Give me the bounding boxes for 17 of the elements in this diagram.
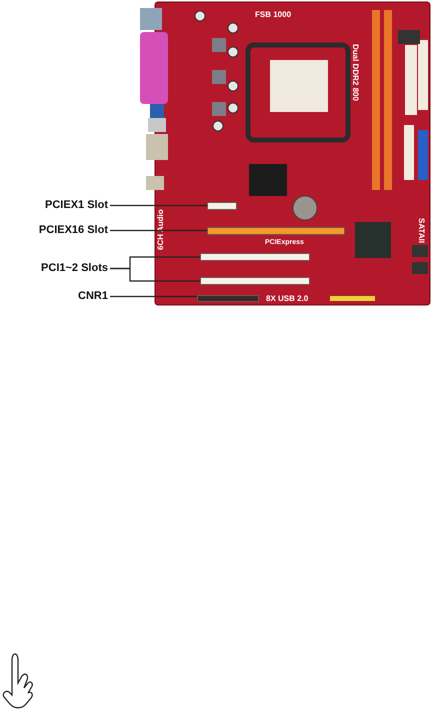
expansion-slot [207,202,237,210]
expansion-slot [197,295,259,302]
callout-label: PCI1~2 Slots [20,262,108,275]
callout-label: PCIEX1 Slot [20,199,108,212]
expansion-slot [207,227,345,235]
leader-line [110,296,197,298]
board-label: 8X USB 2.0 [266,294,308,303]
callout-label: PCIEX16 Slot [20,224,108,237]
leader-line [110,204,207,206]
expansion-slot [200,277,310,285]
board-label: FSB 1000 [255,10,292,19]
leader-line [110,230,207,232]
board-label: SATAII [417,218,426,244]
board-label: Dual DDR2 800 [351,44,360,101]
expansion-slot [200,253,310,261]
leader-line [110,268,200,282]
callout-label: CNR1 [20,290,108,303]
